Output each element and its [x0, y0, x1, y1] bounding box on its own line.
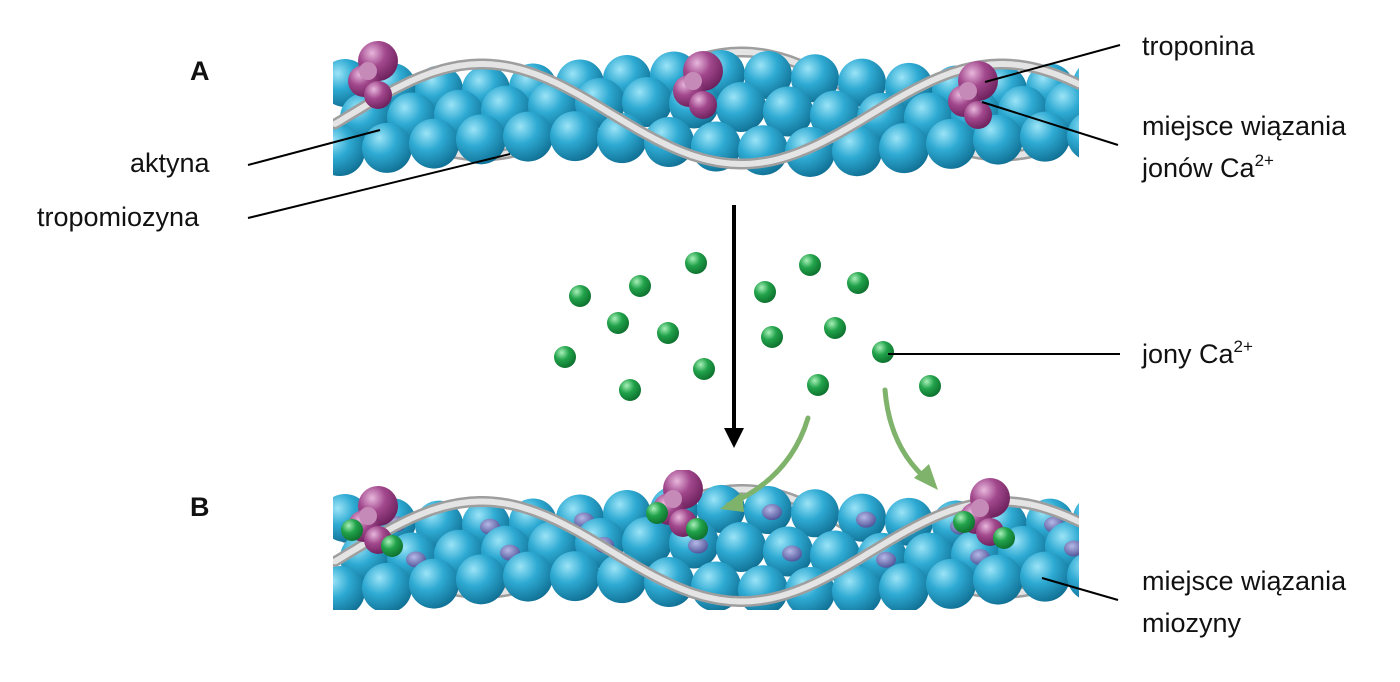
actin-monomer: [622, 77, 672, 128]
thin-filament-b: [333, 470, 1079, 610]
actin-monomer: [409, 118, 459, 169]
leader-ca-site: [981, 101, 1119, 146]
bound-calcium-ion: [381, 535, 403, 557]
myosin-binding-site: [782, 545, 802, 562]
ca-binding-arrow-left-head: [720, 492, 744, 512]
bound-calcium-ion: [686, 518, 708, 540]
ca-binding-arrow-right-head: [914, 464, 938, 490]
troponin-highlight: [684, 72, 702, 90]
label-myosin-site-line1: miejsce wiązania: [1142, 566, 1347, 596]
leader-troponina: [984, 44, 1121, 83]
calcium-ion: [554, 346, 576, 368]
actin-monomer: [879, 563, 929, 610]
actin-monomer: [550, 111, 600, 162]
leader-aktyna: [247, 129, 381, 166]
actin-monomer: [832, 126, 882, 177]
actin-monomer: [456, 554, 506, 605]
label-tropomiozyna: tropomiozyna: [37, 202, 200, 232]
calcium-ions: [554, 252, 941, 401]
troponin-highlight: [959, 82, 977, 100]
calcium-ion: [657, 322, 679, 344]
troponin-highlight: [971, 499, 989, 517]
actin-monomer: [550, 551, 600, 602]
troponin-subunit: [689, 91, 717, 119]
calcium-ion: [685, 252, 707, 274]
bound-calcium-ion: [993, 527, 1015, 549]
myosin-binding-site: [856, 511, 876, 528]
calcium-ion: [693, 358, 715, 380]
actin-monomer: [362, 122, 412, 173]
calcium-ion: [569, 285, 591, 307]
actin-monomer: [1020, 111, 1070, 162]
calcium-ion: [872, 341, 894, 363]
calcium-ion: [629, 275, 651, 297]
actin-monomer: [738, 565, 788, 610]
bound-calcium-ion: [341, 519, 363, 541]
ca-ions-superscript: 2+: [1233, 337, 1253, 356]
actin-monomer: [622, 517, 672, 568]
actin-monomer: [791, 54, 839, 103]
actin-monomer: [333, 566, 365, 610]
label-ca-site-line1: miejsce wiązania: [1142, 111, 1347, 141]
actin-monomer: [362, 562, 412, 610]
thin-filament-a: [333, 41, 1079, 177]
actin-monomer: [926, 558, 976, 609]
actin-monomer: [456, 114, 506, 165]
calcium-ion: [799, 254, 821, 276]
calcium-ion: [847, 272, 869, 294]
bound-calcium-ion: [646, 502, 668, 524]
troponin-subunit: [964, 101, 992, 129]
label-ca-ions: jony Ca2+: [1142, 337, 1253, 369]
calcium-ion: [807, 374, 829, 396]
troponin-highlight: [359, 62, 377, 80]
tropomyosin-front-highlight: [333, 498, 1079, 605]
actin-monomer: [973, 114, 1023, 165]
actin-monomer: [1073, 502, 1079, 535]
ca-binding-arrow-right: [882, 387, 933, 485]
actin-monomer: [409, 558, 459, 609]
actin-monomer: [333, 126, 365, 177]
troponin-highlight: [664, 490, 682, 508]
actin-monomer: [1020, 551, 1070, 602]
label-ca-site-line2: jonów Ca2+: [1142, 151, 1274, 183]
actin-monomer: [832, 566, 882, 610]
actin-monomer: [1067, 114, 1079, 158]
actin-monomer: [716, 522, 766, 573]
panel-label-b: B: [190, 492, 210, 522]
leader-tropomiozyna: [247, 153, 511, 219]
actin-monomer: [1073, 67, 1079, 100]
actin-monomer: [926, 118, 976, 169]
calcium-ion: [761, 326, 783, 348]
calcium-ion: [754, 281, 776, 303]
leader-myosin-site: [1041, 577, 1119, 601]
myosin-binding-site: [688, 537, 708, 554]
actin-monomer: [503, 551, 553, 602]
actin-monomer: [973, 554, 1023, 605]
actin-monomer: [716, 82, 766, 133]
actin-monomer: [791, 489, 839, 538]
myosin-binding-site: [876, 551, 896, 568]
label-troponina: troponina: [1142, 31, 1255, 61]
ca-site-superscript: 2+: [1254, 151, 1274, 170]
panel-label-a: A: [190, 56, 210, 86]
actin-monomer: [1067, 554, 1079, 598]
myosin-binding-site: [1064, 540, 1079, 557]
calcium-ion: [607, 312, 629, 334]
label-myosin-site-line2: miozyny: [1142, 608, 1242, 638]
label-aktyna: aktyna: [130, 148, 210, 178]
calcium-ion: [619, 379, 641, 401]
troponin-subunit: [364, 81, 392, 109]
myosin-binding-site: [762, 504, 782, 521]
troponin-highlight: [359, 507, 377, 525]
tropomyosin-front-highlight: [333, 61, 1079, 167]
actin-monomer: [763, 86, 813, 137]
calcium-ion: [824, 317, 846, 339]
actin-monomer: [503, 111, 553, 162]
bound-calcium-ion: [953, 511, 975, 533]
process-arrow-head: [724, 428, 744, 448]
actin-monomer: [879, 123, 929, 174]
calcium-ion: [919, 375, 941, 397]
